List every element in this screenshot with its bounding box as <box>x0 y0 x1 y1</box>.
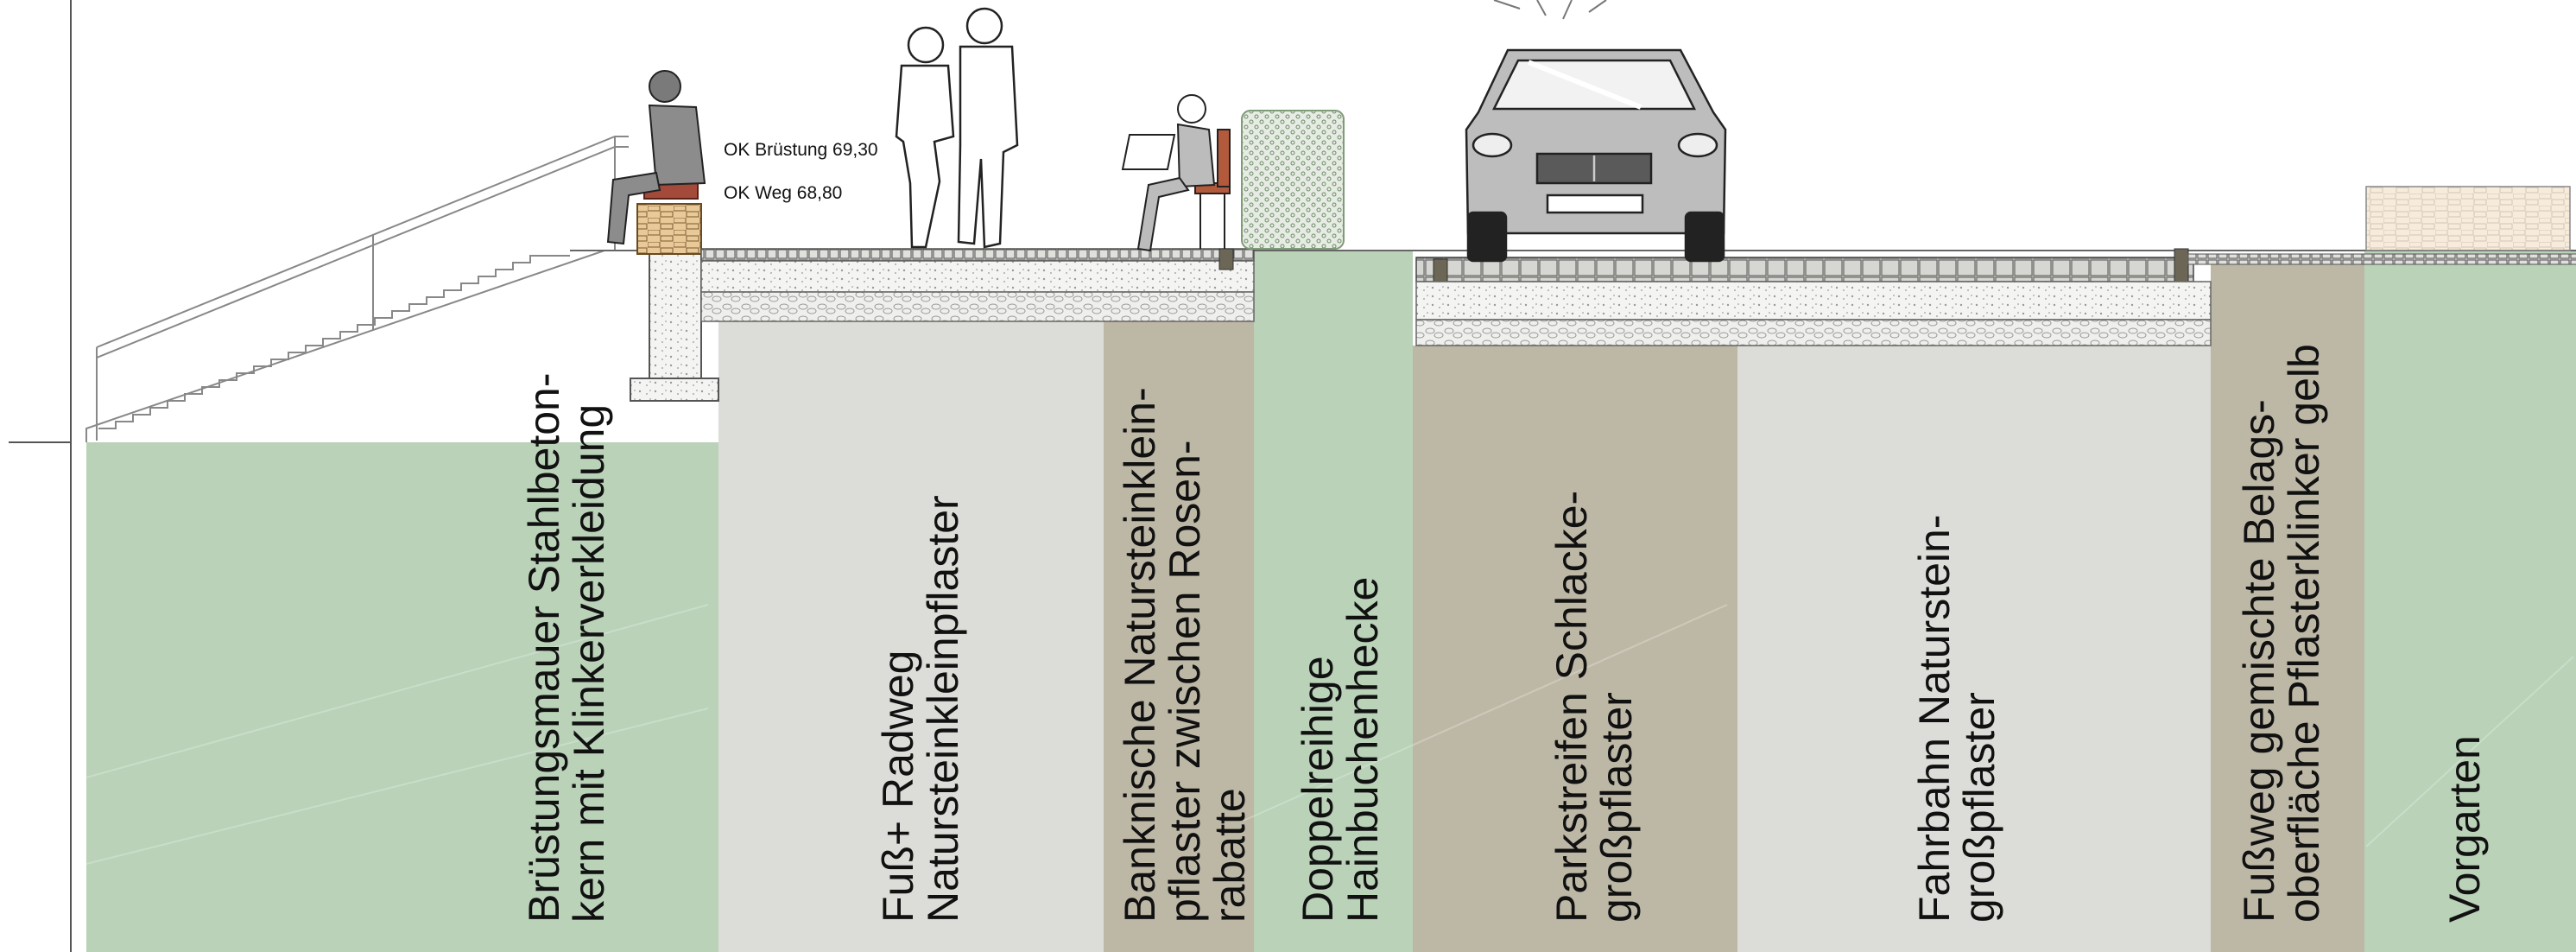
zone-band-fuss-radweg <box>718 321 1104 952</box>
bench <box>1194 129 1231 249</box>
car-front-view <box>1465 48 1727 263</box>
level-ok-weg: OK Weg 68,80 <box>724 183 843 203</box>
hedge <box>1241 110 1345 250</box>
zone-band-fussweg <box>2211 264 2364 952</box>
zone-label-bruestungsmauer: Brüstungsmauer Stahlbeton-kern mit Klink… <box>520 372 613 923</box>
zone-label-line: rabatte <box>1206 788 1254 923</box>
zone-label-banknische: Banknische Natursteinklein-pflaster zwis… <box>1116 387 1254 923</box>
zone-band-fahrbahn <box>1737 346 2211 952</box>
path-buildup-left <box>700 248 1255 322</box>
zone-band-banknische <box>1104 321 1254 952</box>
road-buildup <box>1415 248 2576 346</box>
zone-label-line: Fuß+ Radweg <box>874 650 922 923</box>
zone-label-parkstreifen: Parkstreifen Schlacke-großpflaster <box>1547 490 1641 923</box>
zone-label-line: Parkstreifen Schlacke- <box>1547 490 1596 923</box>
zone-label-line: Vorgarten <box>2440 735 2489 923</box>
zone-label-line: kern mit Klinkerverkleidung <box>565 403 613 923</box>
walking-couple <box>895 7 1019 249</box>
zone-label-line: pflaster zwischen Rosen- <box>1161 440 1209 923</box>
zone-label-line: Fahrbahn Naturstein- <box>1910 514 1959 923</box>
zone-label-line: Hainbuchenhecke <box>1339 576 1387 923</box>
level-ok-bruestung: OK Brüstung 69,30 <box>724 140 878 160</box>
zone-label-line: Banknische Natursteinklein- <box>1116 387 1164 923</box>
zone-band-vorgarten <box>2364 251 2576 952</box>
person-sitting-wall <box>606 70 706 245</box>
texture-lines <box>85 604 2574 865</box>
zone-bands <box>86 251 2576 952</box>
zone-label-line: großpflaster <box>1592 692 1641 923</box>
tree-top <box>1493 0 1607 20</box>
zone-label-line: oberfläche Pflasterklinker gelb <box>2280 344 2328 923</box>
drawing-frame <box>9 0 72 952</box>
zone-label-line: Natursteinkleinpflaster <box>919 495 967 923</box>
zone-band-hecke <box>1254 251 1413 952</box>
person-with-laptop <box>1121 94 1216 252</box>
zone-label-fussweg: Fußweg gemischte Belags-oberfläche Pflas… <box>2235 344 2328 923</box>
zone-label-line: Brüstungsmauer Stahlbeton- <box>520 372 568 923</box>
zone-label-line: Doppelreihige <box>1294 656 1342 923</box>
garden-wall <box>2365 186 2571 251</box>
zone-label-line: Fußweg gemischte Belags- <box>2235 399 2283 923</box>
zone-label-fahrbahn: Fahrbahn Naturstein-großpflaster <box>1910 514 2003 923</box>
zone-band-bruestungsmauer <box>86 442 718 952</box>
zone-label-line: großpflaster <box>1955 692 2003 923</box>
zone-label-vorgarten: Vorgarten <box>2440 735 2489 923</box>
parapet-foundation <box>630 182 719 402</box>
zone-band-parkstreifen <box>1413 346 1737 952</box>
